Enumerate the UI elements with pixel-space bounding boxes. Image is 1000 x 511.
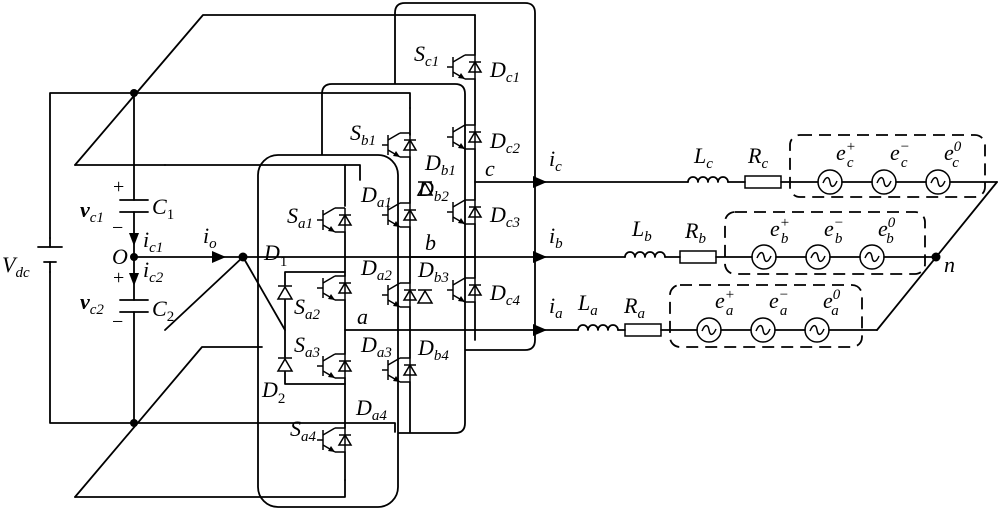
label-sa1: Sa1: [287, 203, 313, 232]
label-ra: Ra: [623, 293, 645, 322]
label-vdc: Vdc: [2, 252, 30, 281]
label-lc: Lc: [693, 143, 713, 172]
sign-plus-c1: +: [113, 176, 124, 198]
sign-minus-c2: −: [112, 311, 123, 333]
label-node-b: b: [425, 230, 436, 255]
label-da4: Da4: [355, 395, 387, 424]
label-ib: ib: [549, 223, 563, 252]
labels: Vdc vc1 vc2 + − + − C1 C2 O ic1 ic2 io D…: [2, 41, 962, 445]
label-db3: Db3: [417, 257, 449, 286]
sign-minus-c1: −: [112, 217, 123, 239]
label-n: n: [944, 252, 955, 277]
label-rc: Rc: [747, 143, 768, 172]
leg-a: [242, 154, 547, 508]
phase-c-source-box: [789, 134, 986, 198]
leg-b: [321, 83, 547, 434]
leg-c: [394, 2, 547, 351]
label-vc2: vc2: [80, 289, 104, 318]
neutral-star: [876, 181, 998, 331]
label-c2: C2: [152, 296, 174, 325]
label-ia: ia: [549, 293, 563, 322]
leg-b-box: [321, 83, 466, 434]
sign-plus-c2: +: [113, 267, 124, 289]
label-eb-pos: e+b: [770, 215, 790, 247]
label-ea-neg: e−a: [769, 287, 789, 319]
label-ec-neg: e−c: [890, 139, 910, 171]
phase-b-source-box: [724, 211, 926, 275]
label-o: O: [112, 244, 128, 269]
label-c1: C1: [152, 194, 174, 223]
label-lb: Lb: [631, 216, 652, 245]
label-da1: Da1: [360, 182, 392, 211]
label-dc4: Dc4: [489, 280, 521, 309]
label-vc1: vc1: [80, 197, 104, 226]
label-dc1: Dc1: [489, 57, 520, 86]
label-ec-pos: e+c: [836, 139, 856, 171]
phase-a-output: [544, 284, 878, 348]
label-dc3: Dc3: [489, 202, 520, 231]
label-ic2: ic2: [143, 257, 164, 286]
label-eb-neg: e−b: [824, 215, 844, 247]
label-io: io: [203, 223, 217, 252]
phase-c-output: [544, 134, 998, 198]
label-sa2: Sa2: [294, 294, 321, 323]
label-da2: Da2: [360, 255, 392, 284]
label-sa3: Sa3: [294, 332, 320, 361]
leg-a-box: [257, 154, 399, 508]
label-da3: Da3: [360, 332, 392, 361]
phase-a-source-box: [669, 284, 863, 348]
label-la: La: [577, 290, 598, 319]
label-sa4: Sa4: [290, 416, 317, 445]
label-ic1: ic1: [143, 227, 163, 256]
leg-c-box: [394, 2, 536, 351]
label-dc2: Dc2: [489, 128, 521, 157]
label-ea-pos: e+a: [715, 287, 735, 319]
label-db4: Db4: [417, 335, 449, 364]
label-d1: D1: [263, 240, 287, 270]
label-db2: Db2: [417, 176, 449, 205]
label-d2: D2: [261, 377, 285, 407]
label-db1: Db1: [424, 150, 456, 179]
label-rb: Rb: [684, 218, 706, 247]
label-node-a: a: [357, 304, 368, 329]
label-ic: ic: [549, 146, 562, 175]
label-sb1: Sb1: [350, 120, 376, 149]
label-node-c: c: [485, 156, 495, 181]
phase-b-output: [544, 211, 937, 275]
label-sc1: Sc1: [414, 41, 439, 70]
